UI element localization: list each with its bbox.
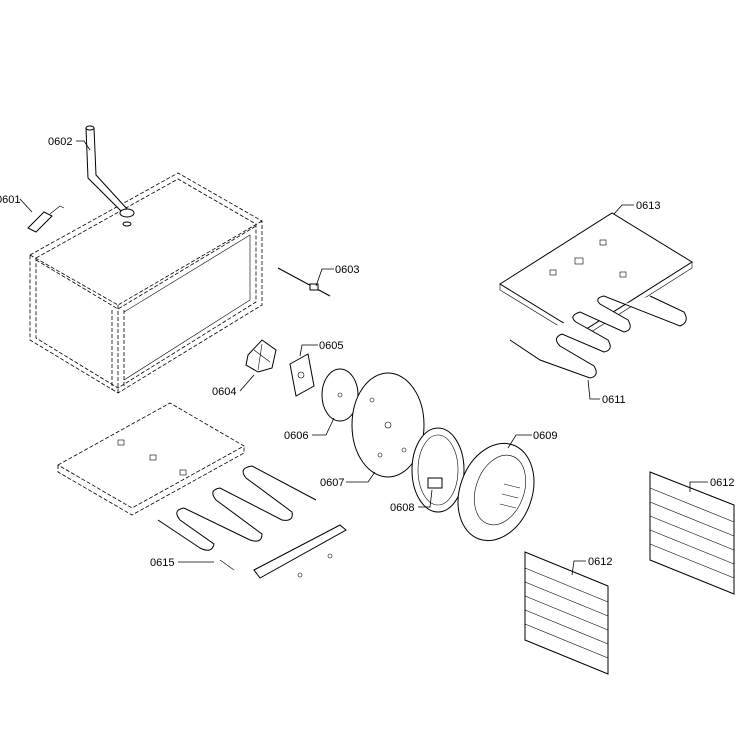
fan-part — [245, 339, 277, 373]
label-0613: 0613 — [636, 200, 660, 212]
bottom-plate — [57, 402, 245, 516]
label-0603: 0603 — [335, 264, 359, 276]
sensor-part — [27, 205, 65, 233]
label-0604: 0604 — [212, 386, 236, 398]
label-0601: 0601 — [0, 194, 20, 206]
label-0607: 0607 — [320, 477, 344, 489]
ring-element — [411, 427, 465, 513]
heating-element-bottom — [157, 465, 317, 571]
label-0612-right: 0612 — [710, 477, 734, 489]
oven-rack-left — [524, 551, 609, 675]
label-0615: 0615 — [150, 557, 174, 569]
label-0611: 0611 — [602, 394, 626, 406]
rear-strip — [253, 524, 347, 579]
vent-pipe — [85, 125, 135, 227]
oven-rack-right — [649, 471, 735, 595]
leader-lines — [19, 140, 708, 576]
fan-cover — [457, 442, 535, 542]
rod-part — [277, 267, 331, 297]
heating-element-top — [509, 295, 687, 379]
bracket-part — [289, 353, 315, 397]
label-0612-left: 0612 — [588, 556, 612, 568]
top-plate — [499, 212, 693, 340]
label-0605: 0605 — [319, 340, 343, 352]
label-0606: 0606 — [284, 430, 308, 442]
oven-cavity — [29, 172, 263, 394]
cover-disc — [351, 372, 425, 478]
label-0608: 0608 — [390, 502, 414, 514]
label-0609: 0609 — [533, 430, 557, 442]
label-0602: 0602 — [48, 136, 72, 148]
